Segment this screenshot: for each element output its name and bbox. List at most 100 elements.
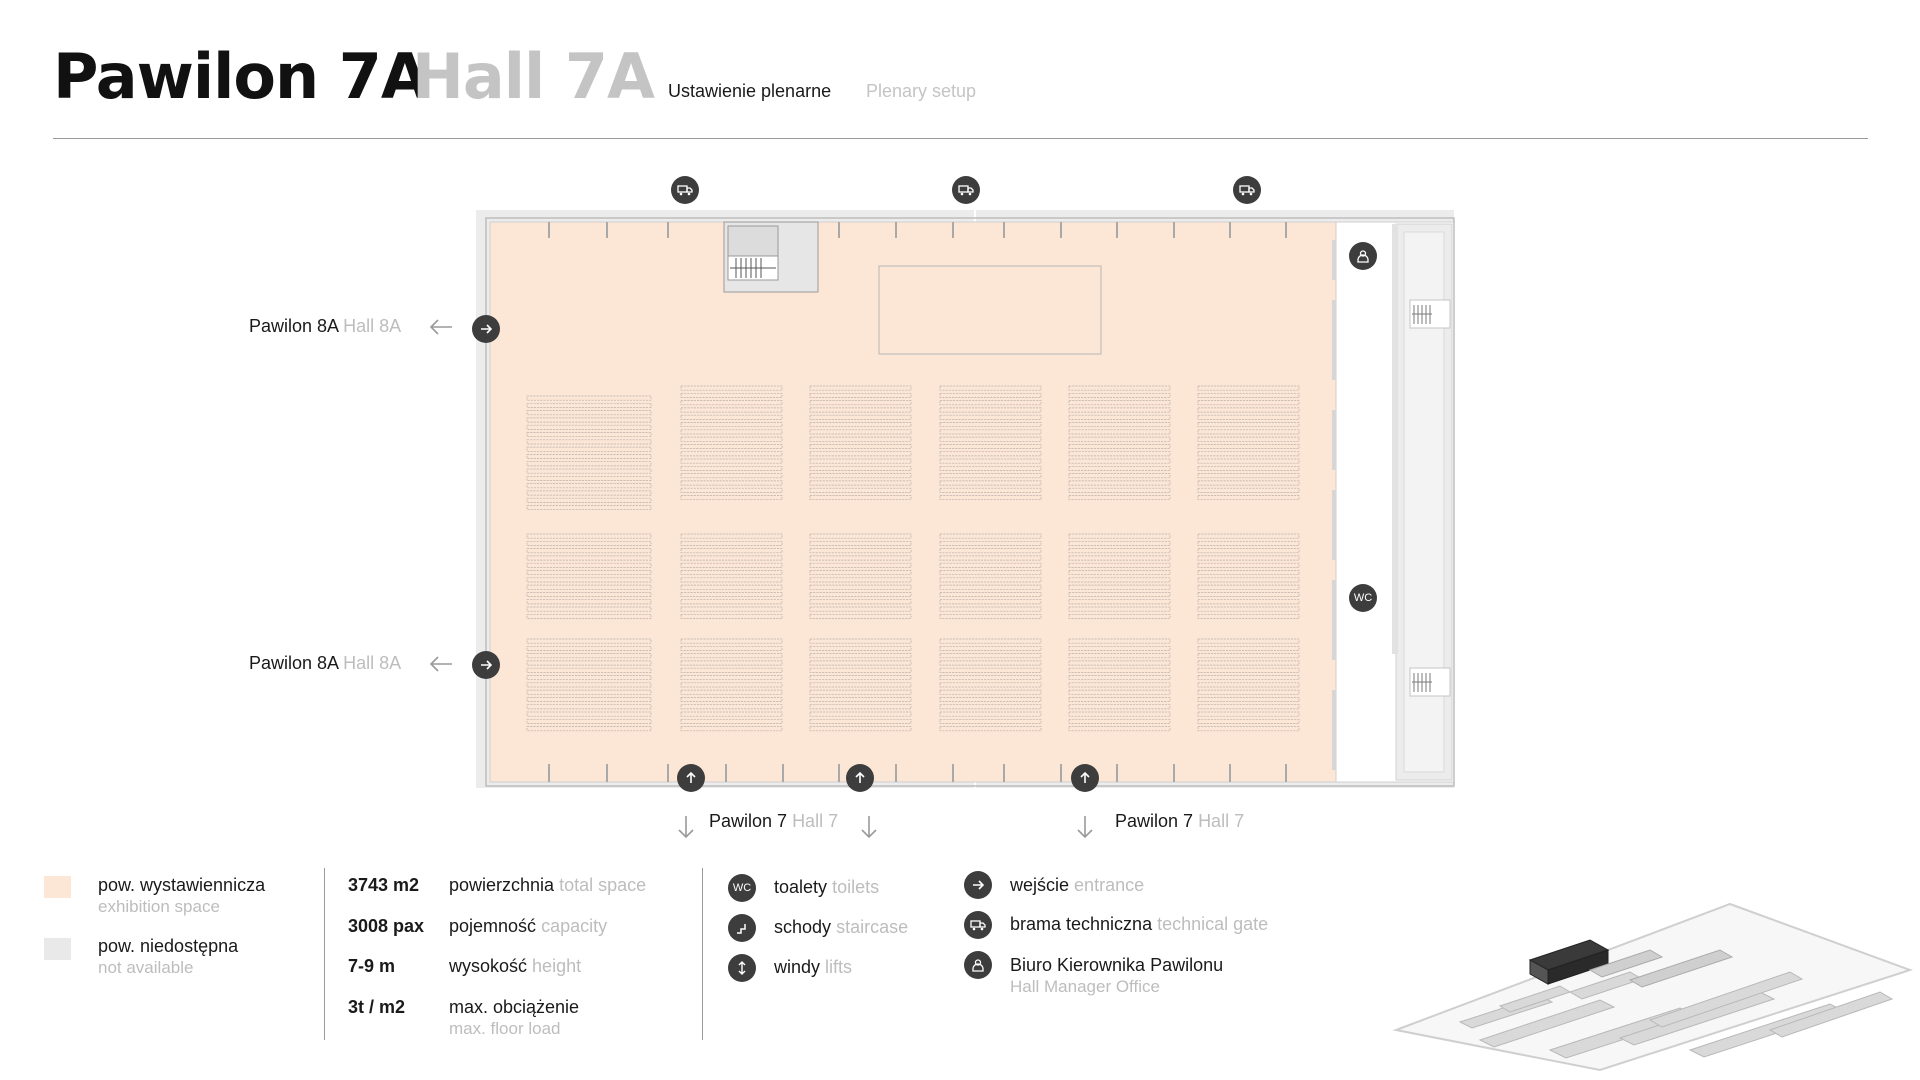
seat-row: [939, 675, 1042, 681]
highlighted-hall: [1528, 939, 1610, 985]
stage: [878, 265, 1102, 355]
seat-row: [939, 711, 1042, 717]
seat-row: [939, 385, 1042, 391]
seat-row: [809, 613, 912, 619]
seat-row: [939, 533, 1042, 539]
access-label-en: Hall Manager Office: [1010, 977, 1160, 996]
hall-8a-label-bottom: Pawilon 8A Hall 8A: [249, 653, 401, 674]
seat-row: [1197, 697, 1300, 702]
seat-row: [1197, 667, 1300, 673]
seat-row: [680, 613, 783, 619]
seat-row: [1197, 562, 1300, 568]
exhibition-swatch: [44, 876, 71, 898]
seat-row: [939, 697, 1042, 702]
seat-row: [939, 562, 1042, 568]
wc-icon: WC: [728, 874, 756, 902]
seat-row: [680, 682, 783, 688]
setup-label: Ustawienie plenarne: [668, 81, 832, 101]
seat-row: [680, 689, 783, 695]
seat-row: [1197, 682, 1300, 688]
stairs-icon: [1409, 667, 1451, 697]
seat-row: [1197, 392, 1300, 398]
legend-area-label: pow. wystawiennicza: [98, 875, 266, 895]
facility-label-pl: toalety: [774, 877, 828, 897]
seat-row: [939, 682, 1042, 688]
seat-row: [1068, 487, 1171, 493]
seat-row: [1068, 697, 1171, 702]
seat-row: [939, 645, 1042, 651]
stat-label: pojemność capacity: [449, 916, 607, 937]
seat-row: [809, 392, 912, 398]
seat-row: [809, 592, 912, 597]
seat-row: [1068, 645, 1171, 651]
seat-row: [1197, 473, 1300, 479]
seat-row: [939, 704, 1042, 710]
seat-row: [680, 704, 783, 710]
seat-row: [680, 667, 783, 673]
seat-row: [1197, 689, 1300, 695]
seating-block: [809, 385, 912, 501]
seat-row: [809, 570, 912, 576]
seat-row: [680, 675, 783, 681]
stat-label-en: height: [532, 956, 582, 976]
seat-row: [809, 562, 912, 568]
seat-row: [526, 468, 652, 474]
seating-block: [680, 385, 783, 501]
seat-row: [1197, 548, 1300, 554]
seat-row: [809, 480, 912, 486]
seat-row: [939, 414, 1042, 420]
seat-row: [680, 480, 783, 486]
seat-row: [939, 422, 1042, 428]
truck-icon: [964, 911, 992, 939]
seat-row: [1068, 436, 1171, 442]
seating-block: [809, 638, 912, 732]
seat-row: [526, 577, 652, 583]
seat-row: [526, 562, 652, 568]
seat-row: [680, 385, 783, 391]
seat-row: [680, 599, 783, 605]
seat-row: [809, 429, 912, 435]
access-label: brama techniczna technical gate: [1010, 914, 1268, 935]
seat-row: [680, 562, 783, 568]
seat-row: [1068, 718, 1171, 724]
entrance-arrow-icon: [472, 315, 500, 343]
entrance-arrow-icon: [1071, 764, 1099, 792]
seat-row: [1068, 495, 1171, 501]
seat-row: [1197, 718, 1300, 724]
hall-label-pl: Pawilon 7: [709, 811, 788, 831]
seat-row: [526, 540, 652, 546]
page-title-en: Hall 7A: [412, 40, 655, 113]
stat-label-pl: pojemność: [449, 916, 537, 936]
seating-block: [1197, 385, 1300, 501]
seat-row: [939, 480, 1042, 486]
seat-row: [939, 726, 1042, 732]
seat-row: [680, 414, 783, 420]
seat-row: [809, 711, 912, 717]
seat-row: [526, 461, 652, 467]
seat-row: [1197, 638, 1300, 644]
seat-row: [680, 400, 783, 406]
hall-label-en: Hall 8A: [343, 653, 402, 673]
entrance-arrow-icon: [846, 764, 874, 792]
seat-row: [1068, 726, 1171, 732]
entrance-arrow-icon: [964, 871, 992, 899]
seat-row: [526, 689, 652, 695]
seat-row: [526, 718, 652, 724]
seat-row: [526, 711, 652, 717]
seat-row: [526, 599, 652, 605]
seat-row: [939, 451, 1042, 457]
exhibition-space: [489, 221, 1337, 783]
seat-row: [1197, 606, 1300, 612]
seat-row: [809, 487, 912, 493]
seat-row: [526, 497, 652, 503]
seat-row: [809, 540, 912, 546]
seat-row: [680, 653, 783, 659]
seating-block: [526, 533, 652, 619]
hall-label-en: Hall 7: [792, 811, 839, 831]
stat-label-en: total space: [559, 875, 647, 895]
seat-row: [680, 465, 783, 471]
hall-7-label-left: Pawilon 7 Hall 7: [709, 811, 838, 832]
seating-block: [680, 638, 783, 732]
seat-row: [680, 548, 783, 554]
seat-row: [939, 540, 1042, 546]
